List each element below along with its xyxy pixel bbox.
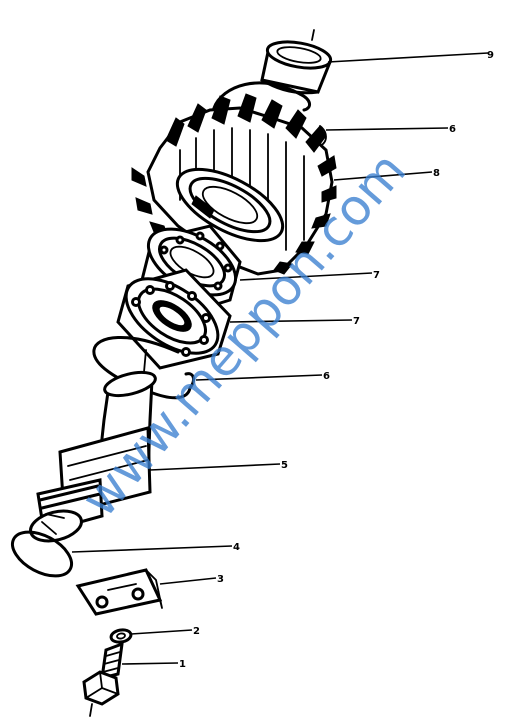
callout-7-upper: 7 [373, 270, 380, 281]
part-6-lower-circlip [92, 335, 195, 400]
callout-3: 3 [217, 574, 224, 585]
part-3-retaining-plate [75, 568, 163, 616]
callout-8: 8 [433, 168, 440, 179]
callout-9: 9 [487, 50, 494, 61]
callout-5: 5 [281, 460, 288, 471]
callout-7-lower: 7 [353, 316, 360, 327]
callout-labels: 9 6 8 7 7 6 5 4 3 2 1 [179, 50, 494, 670]
callout-6-lower: 6 [323, 371, 330, 382]
part-9-bushing [260, 29, 333, 95]
leader-lines [71, 52, 489, 665]
callout-4: 4 [233, 542, 240, 553]
part-7-lower-ball-bearing [116, 268, 232, 370]
callout-1: 1 [179, 659, 186, 670]
part-2-washer [109, 628, 133, 644]
part-4-end-cap-oring [11, 509, 83, 578]
part-1-hex-bolt [82, 641, 124, 717]
callout-6-upper: 6 [449, 124, 456, 135]
callout-2: 2 [193, 626, 200, 637]
